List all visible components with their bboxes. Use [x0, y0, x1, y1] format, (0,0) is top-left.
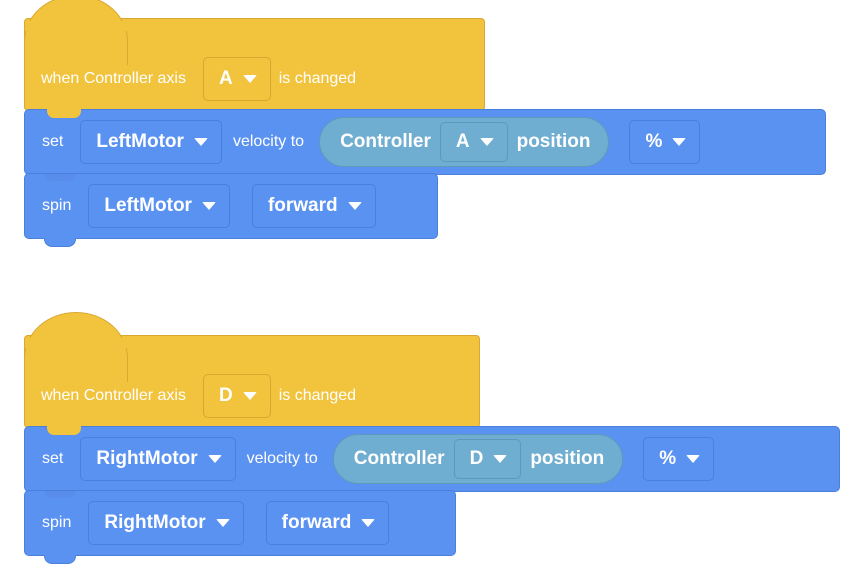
set-velocity-block-2[interactable]: set RightMotor velocity to Controller D … — [24, 426, 840, 500]
motor-dropdown-value-spin-1: LeftMotor — [104, 195, 192, 216]
direction-dropdown-value-2: forward — [281, 512, 352, 533]
event-hat-block-2[interactable]: when Controller axis D is changed — [24, 312, 480, 435]
motor-dropdown-set-2[interactable]: RightMotor — [80, 437, 236, 481]
chevron-down-icon — [242, 75, 257, 83]
axis-dropdown-1[interactable]: A — [202, 57, 271, 101]
unit-dropdown-2[interactable]: % — [643, 437, 715, 481]
chevron-down-icon — [207, 455, 222, 463]
motor-dropdown-spin-2[interactable]: RightMotor — [88, 501, 244, 545]
reporter-axis-value-1: A — [455, 131, 470, 152]
chevron-down-icon — [672, 138, 687, 146]
chevron-down-icon — [242, 392, 257, 400]
motor-dropdown-set-1[interactable]: LeftMotor — [80, 120, 222, 164]
reporter-suffix-2: position — [530, 448, 605, 469]
axis-dropdown-2[interactable]: D — [202, 374, 271, 418]
block-bottom-stub — [44, 555, 76, 564]
spin-block-1[interactable]: spin LeftMotor forward — [24, 173, 438, 247]
axis-dropdown-value-1: A — [218, 68, 233, 89]
block-top-dent — [44, 173, 76, 181]
set-velocity-block-1[interactable]: set LeftMotor velocity to Controller A p… — [24, 109, 826, 183]
event-hat-block-1[interactable]: when Controller axis A is changed — [24, 0, 485, 118]
unit-dropdown-value-2: % — [659, 448, 677, 469]
hat-content-row-2: when Controller axis D is changed — [24, 368, 365, 424]
set-keyword-2: set — [42, 450, 64, 467]
reporter-suffix-1: position — [516, 131, 591, 152]
chevron-down-icon — [479, 138, 494, 146]
hat-label-suffix-1: is changed — [278, 70, 357, 87]
block-top-dent — [44, 490, 76, 498]
reporter-axis-dropdown-1[interactable]: A — [439, 122, 508, 162]
velocity-to-label-1: velocity to — [232, 133, 305, 150]
unit-dropdown-value-1: % — [645, 131, 663, 152]
reporter-axis-dropdown-2[interactable]: D — [453, 439, 522, 479]
motor-dropdown-spin-1[interactable]: LeftMotor — [88, 184, 230, 228]
direction-dropdown-value-1: forward — [267, 195, 338, 216]
hat-label-prefix-2: when Controller axis — [41, 387, 186, 404]
controller-position-reporter-1[interactable]: Controller A position — [319, 117, 610, 167]
spin-keyword-2: spin — [42, 514, 72, 531]
chevron-down-icon — [193, 138, 208, 146]
chevron-down-icon — [201, 202, 216, 210]
velocity-to-label-2: velocity to — [246, 450, 318, 467]
hat-bottom-notch — [47, 425, 81, 435]
motor-dropdown-value-set-1: LeftMotor — [96, 131, 184, 152]
spin-keyword-1: spin — [42, 197, 72, 214]
reporter-axis-value-2: D — [469, 448, 484, 469]
chevron-down-icon — [686, 455, 701, 463]
unit-dropdown-1[interactable]: % — [629, 120, 701, 164]
controller-position-reporter-2[interactable]: Controller D position — [332, 434, 624, 484]
spin-block-2[interactable]: spin RightMotor forward — [24, 490, 456, 564]
hat-content-row-1: when Controller axis A is changed — [24, 51, 365, 107]
reporter-prefix-1: Controller — [340, 131, 431, 152]
chevron-down-icon — [493, 455, 508, 463]
hat-label-prefix-1: when Controller axis — [41, 70, 186, 87]
motor-dropdown-value-set-2: RightMotor — [96, 448, 198, 469]
motor-dropdown-value-spin-2: RightMotor — [104, 512, 206, 533]
chevron-down-icon — [347, 202, 362, 210]
hat-bottom-notch — [47, 108, 81, 118]
script-stack-1[interactable]: when Controller axis A is changed set Le… — [24, 0, 826, 247]
block-bottom-stub — [44, 238, 76, 247]
reporter-prefix-2: Controller — [353, 448, 445, 469]
direction-dropdown-2[interactable]: forward — [265, 501, 390, 545]
script-stack-2[interactable]: when Controller axis D is changed set Ri… — [24, 312, 840, 564]
axis-dropdown-value-2: D — [218, 385, 233, 406]
chevron-down-icon — [361, 519, 376, 527]
set-keyword-1: set — [42, 133, 64, 150]
direction-dropdown-1[interactable]: forward — [251, 184, 376, 228]
hat-label-suffix-2: is changed — [278, 387, 357, 404]
chevron-down-icon — [215, 519, 230, 527]
